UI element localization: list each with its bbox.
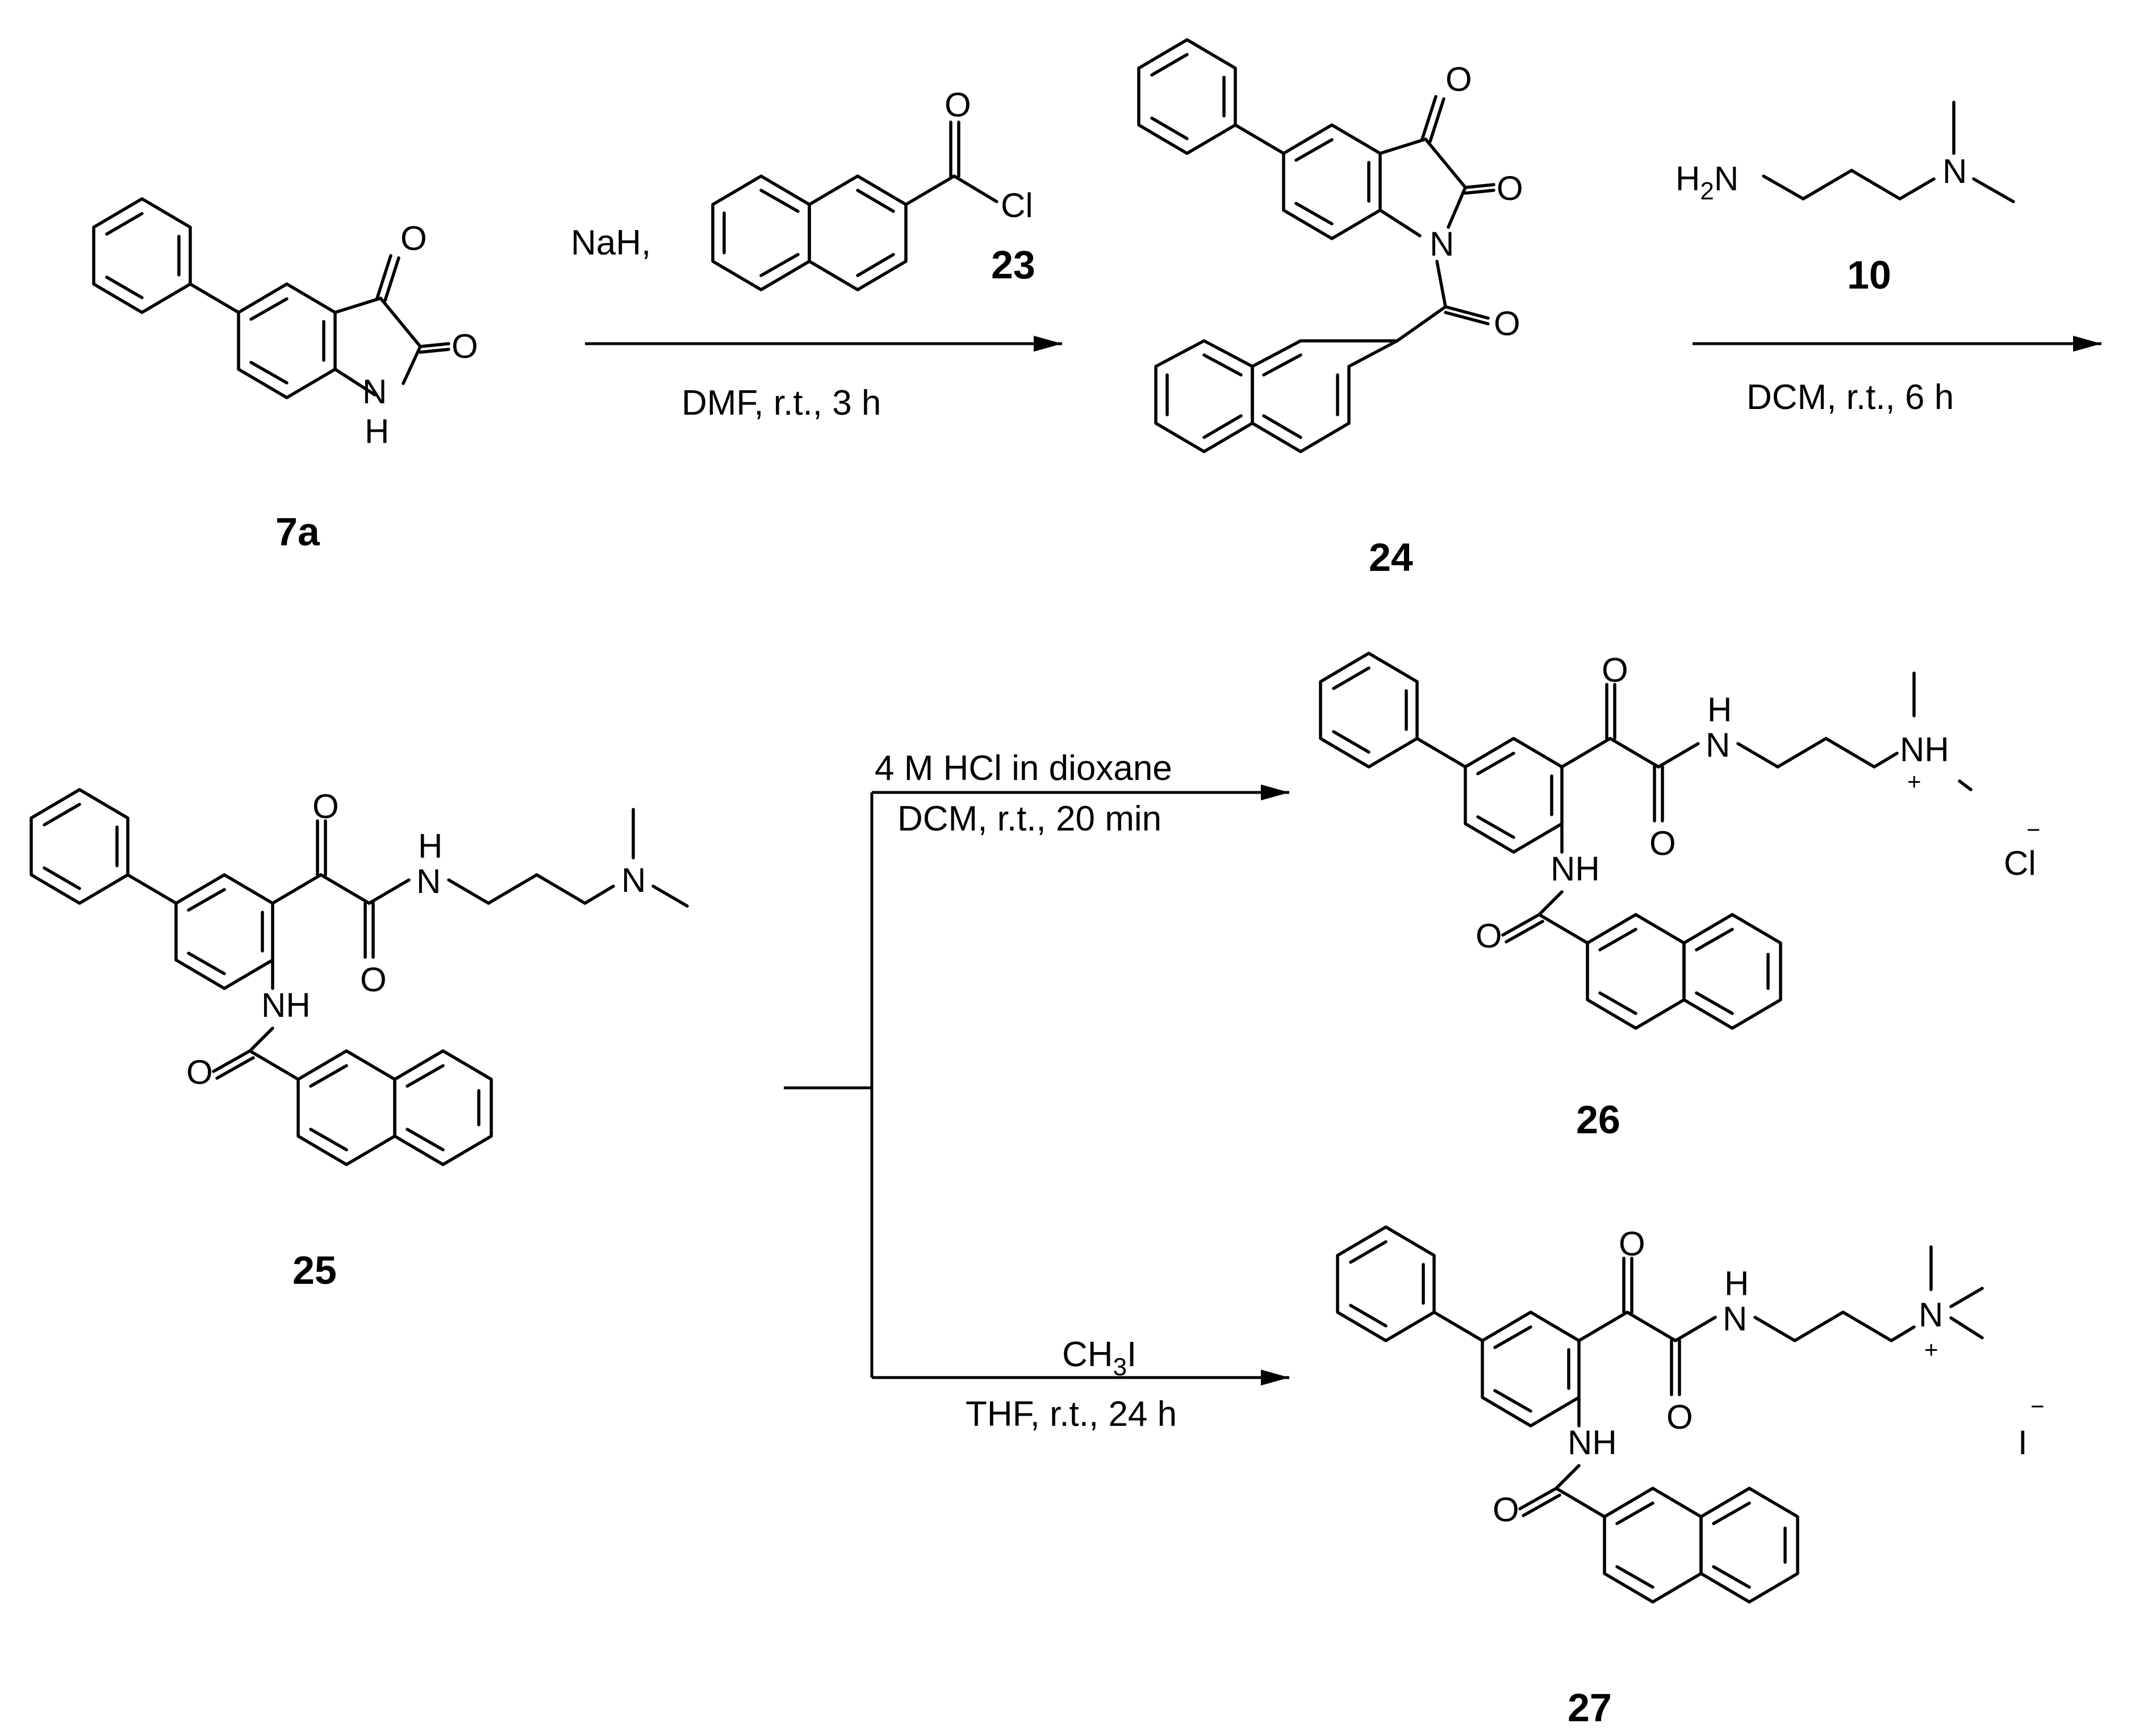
26-naphthoyl-oxygen: O — [1476, 917, 1502, 955]
compound-25: O O N H N NH O 25 — [31, 787, 689, 1292]
compound-23-bonds — [711, 120, 998, 291]
26-ketone-oxygen: O — [1602, 651, 1628, 689]
7a-lactam-oxygen: O — [452, 327, 478, 365]
25-naphthoyl-oxygen: O — [186, 1053, 213, 1091]
25-anilide-nh: NH — [261, 986, 311, 1024]
27-amide-oxygen: O — [1666, 1398, 1693, 1436]
compound-id-27: 27 — [1568, 1685, 1612, 1730]
step1-solvent-label: DMF, r.t., 3 h — [682, 383, 881, 423]
25-amide-oxygen: O — [360, 961, 387, 999]
27-ketone-oxygen: O — [1619, 1225, 1645, 1263]
26-ammonium-charge: + — [1907, 768, 1921, 795]
step3a-reagent-label: 4 M HCl in dioxane — [875, 749, 1172, 788]
compound-24-bonds — [1137, 38, 1495, 453]
27-iodide-charge: − — [2030, 1393, 2045, 1420]
step3a-solvent-label: DCM, r.t., 20 min — [897, 799, 1161, 838]
compound-id-25: 25 — [293, 1248, 337, 1292]
23-chlorine: Cl — [1001, 186, 1033, 224]
25-amide-nitrogen: N — [416, 862, 441, 900]
27-amide-nitrogen: N — [1723, 1300, 1747, 1338]
27-amide-hydrogen: H — [1724, 1265, 1749, 1303]
compound-27: O O N H N + I − NH O 27 — [1338, 1225, 2045, 1730]
10-amine-nitrogen: H2N — [1675, 160, 1739, 205]
26-amide-oxygen: O — [1649, 824, 1676, 862]
25-amide-hydrogen: H — [418, 827, 442, 865]
25-dimethylamino-nitrogen: N — [621, 861, 646, 899]
compound-23: O Cl 23 — [711, 86, 1035, 291]
7a-ketone-oxygen: O — [400, 219, 427, 257]
reaction-arrow-2: DCM, r.t., 6 h — [1693, 336, 2101, 417]
27-naphthoyl-oxygen: O — [1493, 1491, 1519, 1529]
compound-25-amine-bonds — [583, 808, 689, 908]
25-ketone-oxygen: O — [312, 787, 339, 825]
27-ammonium-nitrogen: N — [1919, 1296, 1943, 1334]
24-amide-oxygen: O — [1494, 304, 1520, 343]
26-amide-hydrogen: H — [1707, 691, 1732, 729]
step3b-reagent-label: CH3I — [1062, 1335, 1136, 1381]
26-ammonium-nh: NH — [1900, 731, 1949, 769]
step2-solvent-label: DCM, r.t., 6 h — [1746, 378, 1954, 417]
compound-7a: O O N H 7a — [92, 197, 478, 554]
10-dimethylamino-nitrogen: N — [1942, 152, 1967, 190]
26-anilide-nh: NH — [1551, 850, 1600, 888]
compound-id-24: 24 — [1369, 535, 1413, 579]
24-ketone-oxygen: O — [1445, 60, 1472, 98]
24-lactam-oxygen: O — [1497, 169, 1523, 207]
7a-nitrogen: N — [362, 373, 387, 411]
branching-arrows — [784, 784, 1289, 1386]
26-chloride-counterion: Cl — [2004, 844, 2036, 882]
reaction-arrow-1: NaH, DMF, r.t., 3 h — [571, 223, 1062, 423]
step3b-solvent-label: THF, r.t., 24 h — [966, 1395, 1177, 1434]
compound-27-ammonium-bonds — [1890, 1245, 1984, 1342]
compound-id-10: 10 — [1847, 253, 1891, 297]
compound-10: H2N N 10 — [1675, 101, 2015, 297]
23-carbonyl-oxygen: O — [945, 86, 971, 124]
27-ammonium-charge: + — [1924, 1336, 1938, 1363]
compound-7a-bonds — [92, 197, 450, 399]
compound-24: O O N O 24 — [1137, 38, 1523, 579]
26-chloride-charge: − — [2026, 816, 2041, 843]
compound-26-ammonium-bonds — [1873, 671, 1973, 791]
compound-id-7a: 7a — [275, 510, 320, 554]
24-nitrogen: N — [1430, 225, 1454, 263]
27-iodide-counterion: I — [2018, 1424, 2028, 1462]
compound-10-bonds — [1762, 101, 2015, 203]
step1-reagent-label: NaH, — [571, 223, 651, 262]
7a-hydrogen: H — [365, 412, 389, 450]
compound-id-26: 26 — [1576, 1097, 1620, 1142]
26-amide-nitrogen: N — [1706, 726, 1730, 764]
compound-id-23: 23 — [991, 243, 1035, 287]
compound-26: O O N H NH + Cl − NH O 26 — [1321, 651, 2041, 1142]
27-anilide-nh: NH — [1568, 1424, 1617, 1462]
